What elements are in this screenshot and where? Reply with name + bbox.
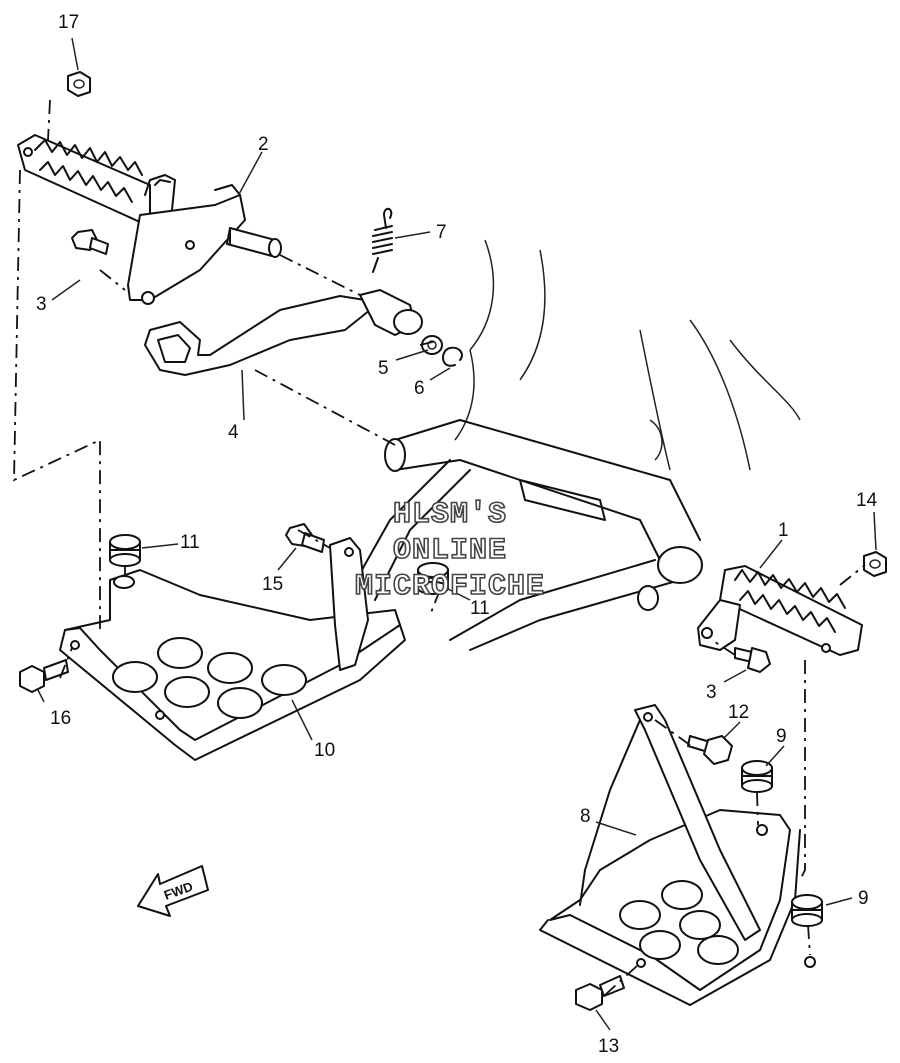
clip-6 xyxy=(442,346,463,367)
callout-4: 4 xyxy=(228,422,239,443)
watermark: HLSM'S ONLINE MICROFICHE xyxy=(354,497,545,605)
right-footrest xyxy=(697,565,863,656)
left-guard xyxy=(59,537,406,761)
watermark-line-2: ONLINE xyxy=(393,534,507,568)
callout-6: 6 xyxy=(414,378,425,399)
callout-17: 17 xyxy=(58,12,79,33)
damper-11b xyxy=(417,562,449,595)
callout-11b: 11 xyxy=(470,598,490,619)
callout-11a: 11 xyxy=(180,532,200,553)
callout-9a: 9 xyxy=(776,726,787,747)
callout-7: 7 xyxy=(436,222,447,243)
nut-14 xyxy=(863,551,887,577)
callout-16: 16 xyxy=(50,708,71,729)
leader-lines xyxy=(37,37,877,1031)
watermark-line-3: MICROFICHE xyxy=(355,570,545,604)
damper-9b xyxy=(791,894,823,927)
callout-5: 5 xyxy=(378,358,389,379)
callout-12: 12 xyxy=(728,702,749,723)
callout-15: 15 xyxy=(262,574,283,595)
assembly-lines xyxy=(13,99,866,996)
pivot-shaft xyxy=(226,227,371,301)
callout-14: 14 xyxy=(856,490,878,511)
watermark-line-1: HLSM'S xyxy=(393,498,507,532)
damper-9a xyxy=(741,760,773,793)
bolt-3b xyxy=(734,647,771,673)
callout-2: 2 xyxy=(258,134,269,155)
damper-11a xyxy=(109,534,141,567)
right-guard xyxy=(539,704,816,1006)
bolt-16 xyxy=(19,659,69,693)
nut-17 xyxy=(67,71,91,97)
callout-13: 13 xyxy=(598,1036,619,1057)
callout-1: 1 xyxy=(778,520,789,541)
brake-pedal xyxy=(144,289,423,376)
callout-8: 8 xyxy=(580,806,591,827)
forward-arrow: FWD xyxy=(137,865,209,917)
bolt-12 xyxy=(687,735,733,765)
frame xyxy=(344,239,801,651)
left-footrest xyxy=(17,134,246,305)
bolt-13 xyxy=(575,975,625,1011)
bolt-15 xyxy=(285,523,325,553)
callout-3b: 3 xyxy=(706,682,717,703)
callout-labels: 17 2 3 4 5 6 7 11 15 11 16 10 1 3 14 12 … xyxy=(36,12,878,1057)
callout-9b: 9 xyxy=(858,888,869,909)
return-spring xyxy=(372,207,393,273)
callout-10: 10 xyxy=(314,740,335,761)
bolt-3a xyxy=(71,229,109,255)
callout-3a: 3 xyxy=(36,294,47,315)
